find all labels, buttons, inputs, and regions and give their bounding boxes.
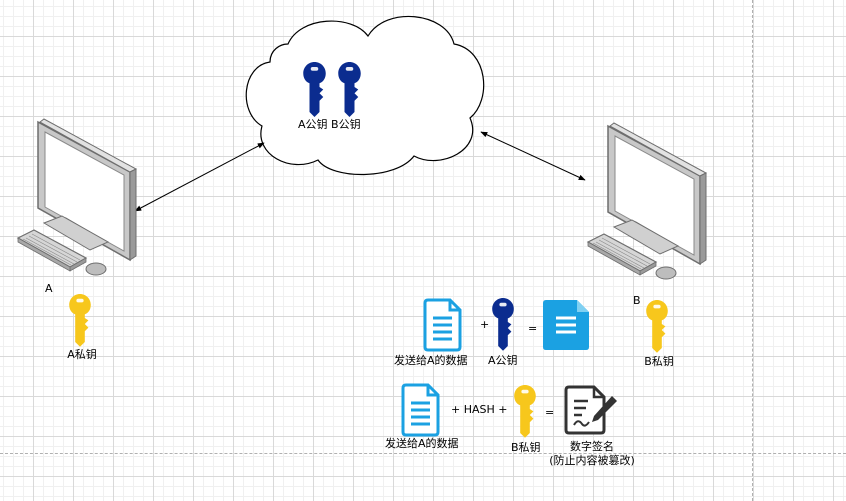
b-private-key-label: B私钥	[644, 355, 674, 368]
b-private-key-icon	[646, 300, 668, 353]
row2-private-key-icon	[514, 385, 536, 438]
encrypted-document-icon	[541, 298, 591, 352]
digital-signature-label: 数字签名	[570, 440, 614, 453]
row1-plus-operator: +	[480, 318, 490, 331]
row1-equals-operator: =	[528, 322, 538, 335]
digital-signature-note: (防止内容被篡改)	[549, 454, 635, 467]
computer-a-label: A	[45, 282, 53, 295]
connector-a-to-cloud	[134, 142, 265, 212]
row2-private-key-label: B私钥	[511, 441, 541, 454]
plain-data-document-icon	[423, 298, 462, 352]
row2-hash-operator: + HASH +	[451, 403, 508, 416]
horizontal-page-guide	[0, 453, 846, 454]
public-key-cloud	[245, 15, 485, 176]
row1-public-key-label: A公钥	[488, 354, 518, 367]
computer-b-label: B	[633, 294, 641, 307]
row2-equals-operator: =	[545, 406, 555, 419]
cloud-public-keys-label: A公钥 B公钥	[298, 118, 361, 131]
row1-data-label: 发送给A的数据	[394, 354, 468, 367]
digital-signature-icon	[564, 385, 617, 435]
computer-b-icon	[587, 122, 707, 280]
a-private-key-icon	[69, 294, 91, 347]
signed-data-document-icon	[401, 383, 440, 437]
row1-public-key-icon	[492, 298, 514, 351]
a-private-key-label: A私钥	[67, 348, 97, 361]
vertical-page-guide	[752, 0, 753, 501]
row2-data-label: 发送给A的数据	[385, 437, 459, 450]
connector-cloud-to-b	[480, 131, 586, 181]
computer-a-icon	[17, 118, 137, 276]
